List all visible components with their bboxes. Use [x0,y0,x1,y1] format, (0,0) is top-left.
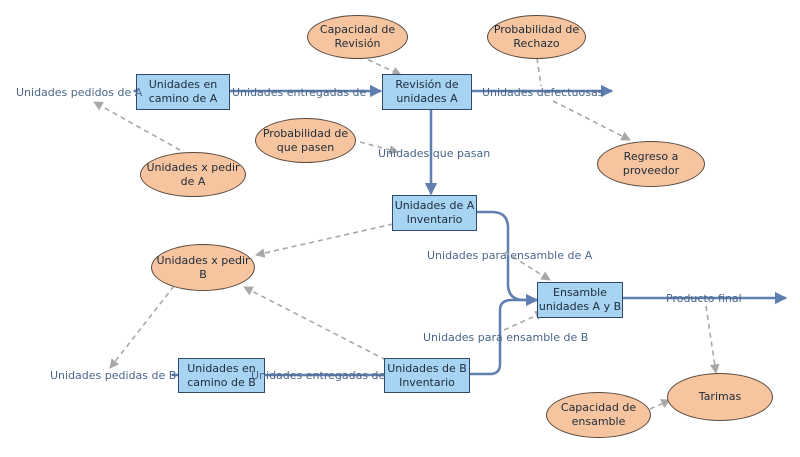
aux-regreso-proveedor[interactable]: Regreso a proveedor [597,141,705,187]
link-inventario-b-xpedir-b [243,286,387,361]
stock-unidades-b-inventario[interactable]: Unidades de B Inventario [384,358,470,393]
flow-label-entregadas-a: Unidades entregadas de [232,86,367,99]
link-defectuosas-regreso [552,100,631,141]
stock-revision-unidades-a[interactable]: Revisión de unidades A [382,74,472,110]
aux-probabilidad-rechazo[interactable]: Probabilidad de Rechazo [487,15,586,59]
link-capacidad-ensamble-tarimas [649,399,671,410]
flow-label-ensamble-b: Unidades para ensamble de B [423,331,589,344]
stock-ensamble-unidades-ayb[interactable]: Ensamble unidades A y B [537,282,623,318]
flow-label-defectuosas: Unidades defectuosas [482,86,604,99]
aux-capacidad-ensamble[interactable]: Capacidad de ensamble [546,392,651,438]
link-producto-final-tarimas [705,305,720,374]
aux-unidades-x-pedir-a[interactable]: Unidades x pedir de A [140,152,246,197]
link-rechazo-defectuosas [536,57,542,87]
link-inventario-a-xpedir-b [255,223,394,258]
aux-unidades-x-pedir-b[interactable]: Unidades x pedir B [151,244,255,291]
aux-capacidad-revision[interactable]: Capacidad de Revisión [307,15,408,59]
flow-label-que-pasan: Unidades que pasan [378,147,491,160]
stock-unidades-a-inventario[interactable]: Unidades de A Inventario [392,195,477,231]
flow-label-pedidas-b: Unidades pedidas de B [50,369,177,382]
stock-unidades-en-camino-b[interactable]: Unidades en camino de B [178,358,265,393]
flow-label-ensamble-a: Unidades para ensamble de A [427,249,593,262]
flow-line-ensamble-b [470,298,537,376]
aux-probabilidad-pasen[interactable]: Probabilidad de que pasen [255,118,356,163]
link-xpedir-a-pedidos [93,101,181,151]
aux-tarimas[interactable]: Tarimas [667,373,773,421]
flow-label-entregadas-b: Unidades entregadas de [251,369,386,382]
flow-label-pedidos-a: Unidades pedidos de A [16,86,143,99]
link-pasen-que-pasan [359,141,399,155]
flow-label-producto-final: Producto final [666,292,742,305]
link-capacidad-revision [359,55,402,76]
stock-unidades-en-camino-a[interactable]: Unidades en camino de A [136,74,230,110]
link-xpedir-b-pedidas-b [109,285,175,369]
